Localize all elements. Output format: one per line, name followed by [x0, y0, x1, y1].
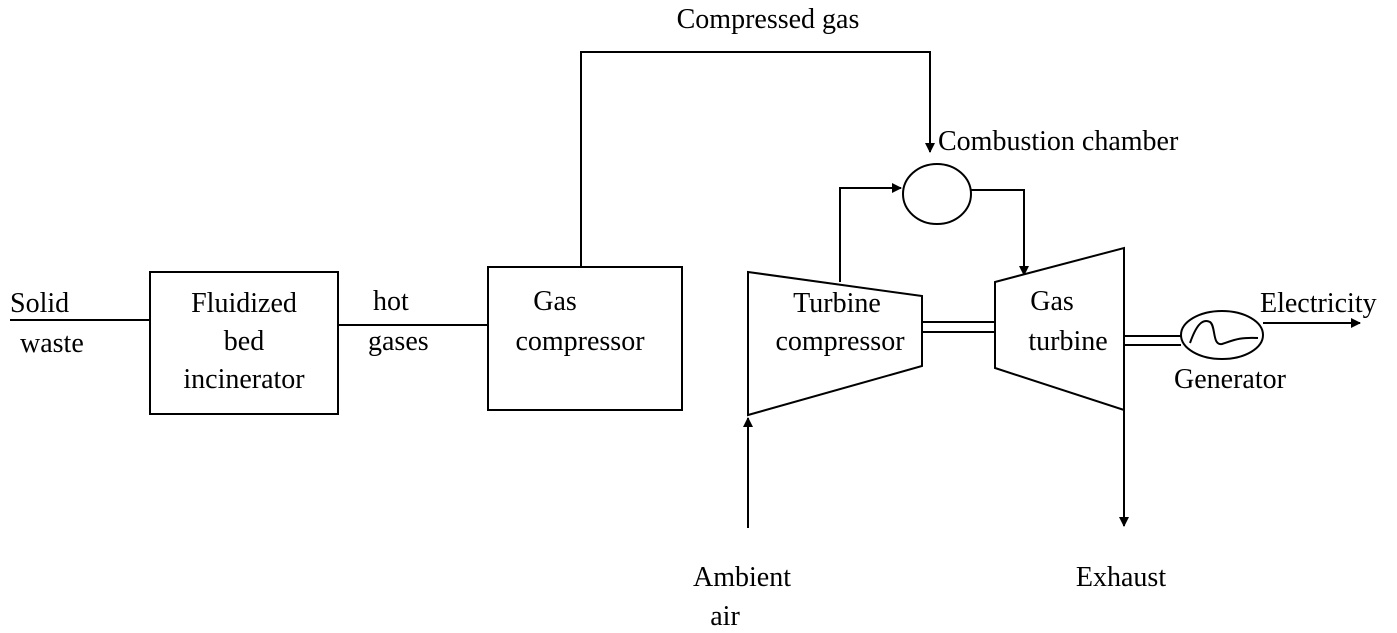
solid-waste-label: Solid waste: [10, 288, 84, 359]
gas-compressor-label: Gas compressor: [515, 286, 645, 357]
turbine-compressor-shape: [747, 270, 923, 417]
turbine-compressor-label-line2: compressor: [775, 326, 905, 357]
hot-gases-label-line1: hot: [373, 286, 409, 317]
gas-turbine-label-line1: Gas: [1030, 286, 1074, 317]
hot-gases-label: hot gases: [368, 286, 429, 357]
incinerator-label-line2: bed: [224, 326, 264, 357]
hot-gases-label-line2: gases: [368, 326, 429, 357]
generator-label: Generator: [1174, 364, 1287, 395]
turbine-compressor-label-line1: Turbine: [793, 288, 881, 319]
incinerator-label-line1: Fluidized: [191, 288, 297, 319]
combustion-chamber-circle: [902, 163, 972, 225]
combustion-to-turbine-arrow: [971, 189, 1029, 276]
compressed-gas-arrow: [580, 51, 935, 267]
electricity-label: Electricity: [1260, 288, 1377, 319]
solid-waste-label-line1: Solid: [10, 288, 69, 319]
gas-compressor-label-line1: Gas: [533, 286, 577, 317]
gas-turbine-label: Gas turbine: [1028, 286, 1107, 357]
turbine-compressor-label: Turbine compressor: [775, 288, 905, 357]
exhaust-label: Exhaust: [1076, 562, 1166, 593]
solid-waste-label-line2: waste: [20, 328, 84, 359]
incinerator-box: [149, 271, 339, 415]
incinerator-label: Fluidized bed incinerator: [183, 288, 305, 395]
generator-wave-icon: [1189, 320, 1259, 346]
ambient-air-label-line1: Ambient: [693, 562, 791, 593]
combustion-chamber-label: Combustion chamber: [938, 126, 1179, 157]
incinerator-label-line3: incinerator: [183, 364, 305, 395]
gas-compressor-box: [487, 266, 683, 411]
compressed-gas-label: Compressed gas: [677, 4, 860, 35]
ambient-air-label-line2: air: [710, 601, 740, 632]
gas-turbine-label-line2: turbine: [1028, 326, 1107, 357]
ambient-air-label: Ambient air: [693, 562, 791, 632]
air-to-combustion-arrow: [839, 183, 902, 282]
gas-compressor-label-line2: compressor: [515, 326, 645, 357]
